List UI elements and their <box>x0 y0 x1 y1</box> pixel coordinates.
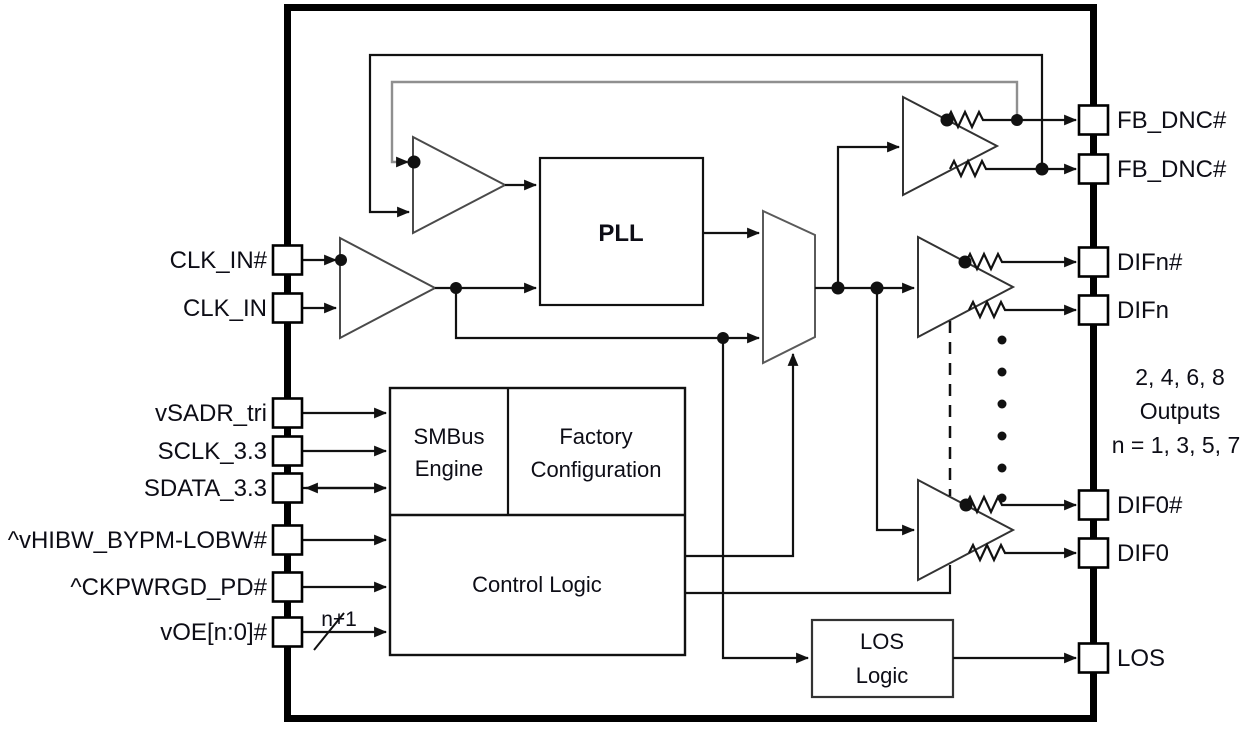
mux-to-fbbuf-wire <box>836 141 901 288</box>
pin-fb-dnc-2 <box>1077 153 1110 185</box>
pin-label-clk-in-hash: CLK_IN# <box>170 247 268 274</box>
pin-label-difn-hash: DIFn# <box>1117 249 1183 276</box>
smbus-label-line2: Engine <box>415 456 484 481</box>
pin-voe <box>271 616 304 648</box>
dif0-hash-out-wire <box>965 494 1078 515</box>
pin-ckpwrgd-pd <box>271 571 304 603</box>
bus-width-slash <box>313 612 345 651</box>
factory-label-line2: Configuration <box>531 457 662 482</box>
difn-output-buffer <box>917 235 1016 339</box>
pin-difn-hash <box>1077 246 1110 278</box>
factory-label-line1: Factory <box>559 424 632 449</box>
bypass-to-mux-wire <box>454 288 761 344</box>
pin-label-ckpwrgd-pd: ^CKPWRGD_PD# <box>70 574 267 601</box>
control-logic-label: Control Logic <box>472 572 602 597</box>
pin-sclk-3-3 <box>271 435 304 467</box>
outputs-annotation-line3: n = 1, 3, 5, 7 <box>1112 432 1241 458</box>
mux-to-dif0-wire <box>875 288 916 536</box>
pin-difn <box>1077 294 1110 326</box>
dif0-out-wire <box>968 542 1078 563</box>
pin-label-dif0-hash: DIF0# <box>1117 492 1183 519</box>
pin-sdata-3-3 <box>271 472 304 504</box>
pll-label: PLL <box>598 220 643 247</box>
pin-fb-dnc-1 <box>1077 104 1110 136</box>
pin-label-fb-dnc-2: FB_DNC# <box>1117 156 1227 183</box>
los-logic-label-line2: Logic <box>856 663 909 688</box>
pin-dif0-hash <box>1077 489 1110 521</box>
block-los-logic <box>810 618 955 699</box>
pin-label-sdata-3-3: SDATA_3.3 <box>144 475 267 502</box>
pin-label-voe: vOE[n:0]# <box>160 619 267 646</box>
outputs-annotation-line2: Outputs <box>1140 398 1221 424</box>
pin-clk-in <box>271 292 304 324</box>
pin-dif0 <box>1077 537 1110 569</box>
pin-label-vhibw-bypm-lobw: ^vHIBW_BYPM-LOBW# <box>8 527 268 554</box>
junction-dots <box>335 113 1049 512</box>
pin-label-dif0: DIF0 <box>1117 540 1169 567</box>
difn-hash-out-wire <box>965 251 1078 272</box>
pin-vsadr-tri <box>271 397 304 429</box>
block-smbus-factory-control <box>388 386 687 657</box>
smbus-label-line1: SMBus <box>414 424 485 449</box>
pin-clk-in-hash <box>271 244 304 276</box>
feedback-input-buffer <box>412 135 508 235</box>
bus-width-label: n+1 <box>321 608 357 631</box>
outputs-annotation-line1: 2, 4, 6, 8 <box>1135 364 1225 390</box>
clk-input-buffer <box>339 236 438 340</box>
pin-label-fb-dnc-1: FB_DNC# <box>1117 107 1227 134</box>
clock-mux <box>762 209 816 365</box>
difn-out-wire <box>968 299 1078 320</box>
fb-out-top-wire <box>946 109 1078 130</box>
fb-out-bottom-wire <box>949 158 1078 179</box>
pin-label-los: LOS <box>1117 645 1165 672</box>
pin-label-difn: DIFn <box>1117 297 1169 324</box>
mux-select-wire <box>685 352 799 558</box>
output-enable-wire <box>685 565 952 595</box>
block-pll <box>538 156 705 307</box>
pin-boxes <box>271 104 1110 674</box>
pin-los <box>1077 642 1110 674</box>
feedback-wire-black <box>368 53 1044 218</box>
clk-to-los-wire <box>721 338 810 664</box>
feedback-wire-gray <box>390 80 1019 168</box>
outputs-ellipsis-dots <box>997 335 1007 503</box>
los-logic-label-line1: LOS <box>860 629 904 654</box>
pin-label-sclk-3-3: SCLK_3.3 <box>158 438 267 465</box>
pin-vhibw-bypm-lobw <box>271 524 304 556</box>
pin-label-vsadr-tri: vSADR_tri <box>155 400 267 427</box>
pin-label-clk-in: CLK_IN <box>183 295 267 322</box>
chip-boundary <box>284 4 1097 722</box>
